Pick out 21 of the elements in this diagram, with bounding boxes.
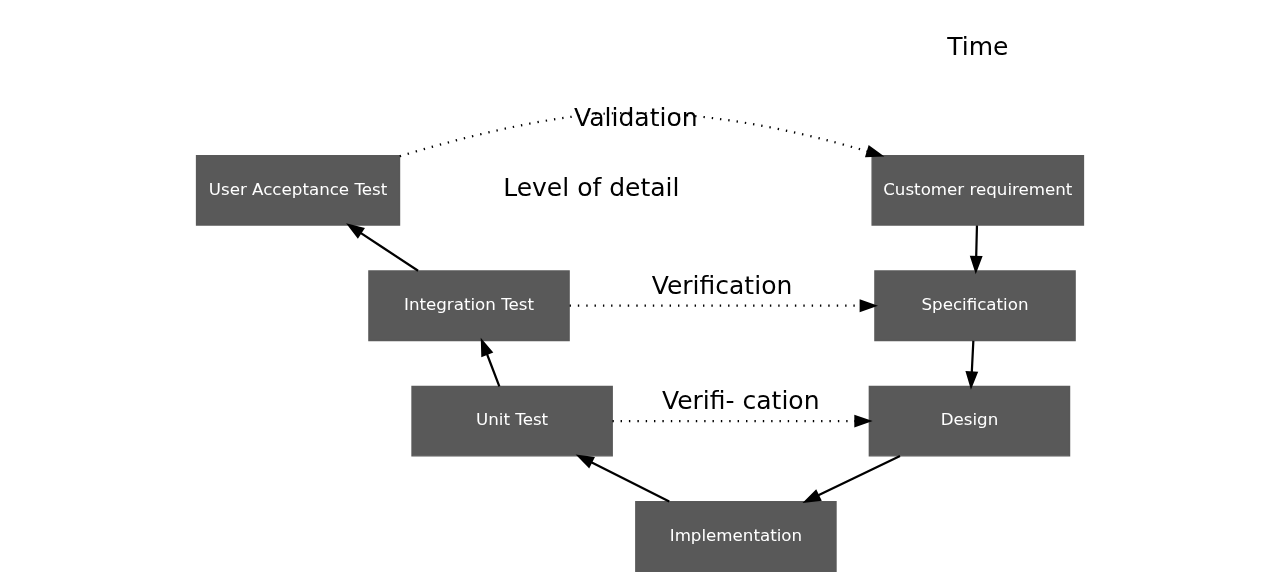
label: Time — [947, 31, 1009, 61]
node-box: Customer requirement — [871, 154, 1085, 226]
arrow — [399, 111, 885, 158]
node-box: Unit Test — [411, 385, 613, 457]
arrow — [575, 454, 670, 503]
arrow — [969, 225, 983, 275]
arrow — [802, 454, 901, 503]
node-box: Implementation — [635, 501, 837, 572]
edge-label: Verification — [651, 270, 793, 300]
node-box: Integration Test — [368, 270, 570, 342]
arrow — [965, 340, 979, 390]
arrow — [480, 337, 501, 387]
node-box: User Acceptance Test — [195, 154, 401, 226]
node-box: Specification — [874, 270, 1076, 342]
label: Level of detail — [503, 173, 680, 203]
arrow — [346, 223, 419, 272]
node-box: Design — [868, 385, 1071, 457]
arrow — [569, 299, 878, 313]
arrow — [612, 414, 873, 428]
edge-label: Verifi- cation — [662, 386, 820, 416]
edge-label: Validation — [574, 102, 698, 132]
